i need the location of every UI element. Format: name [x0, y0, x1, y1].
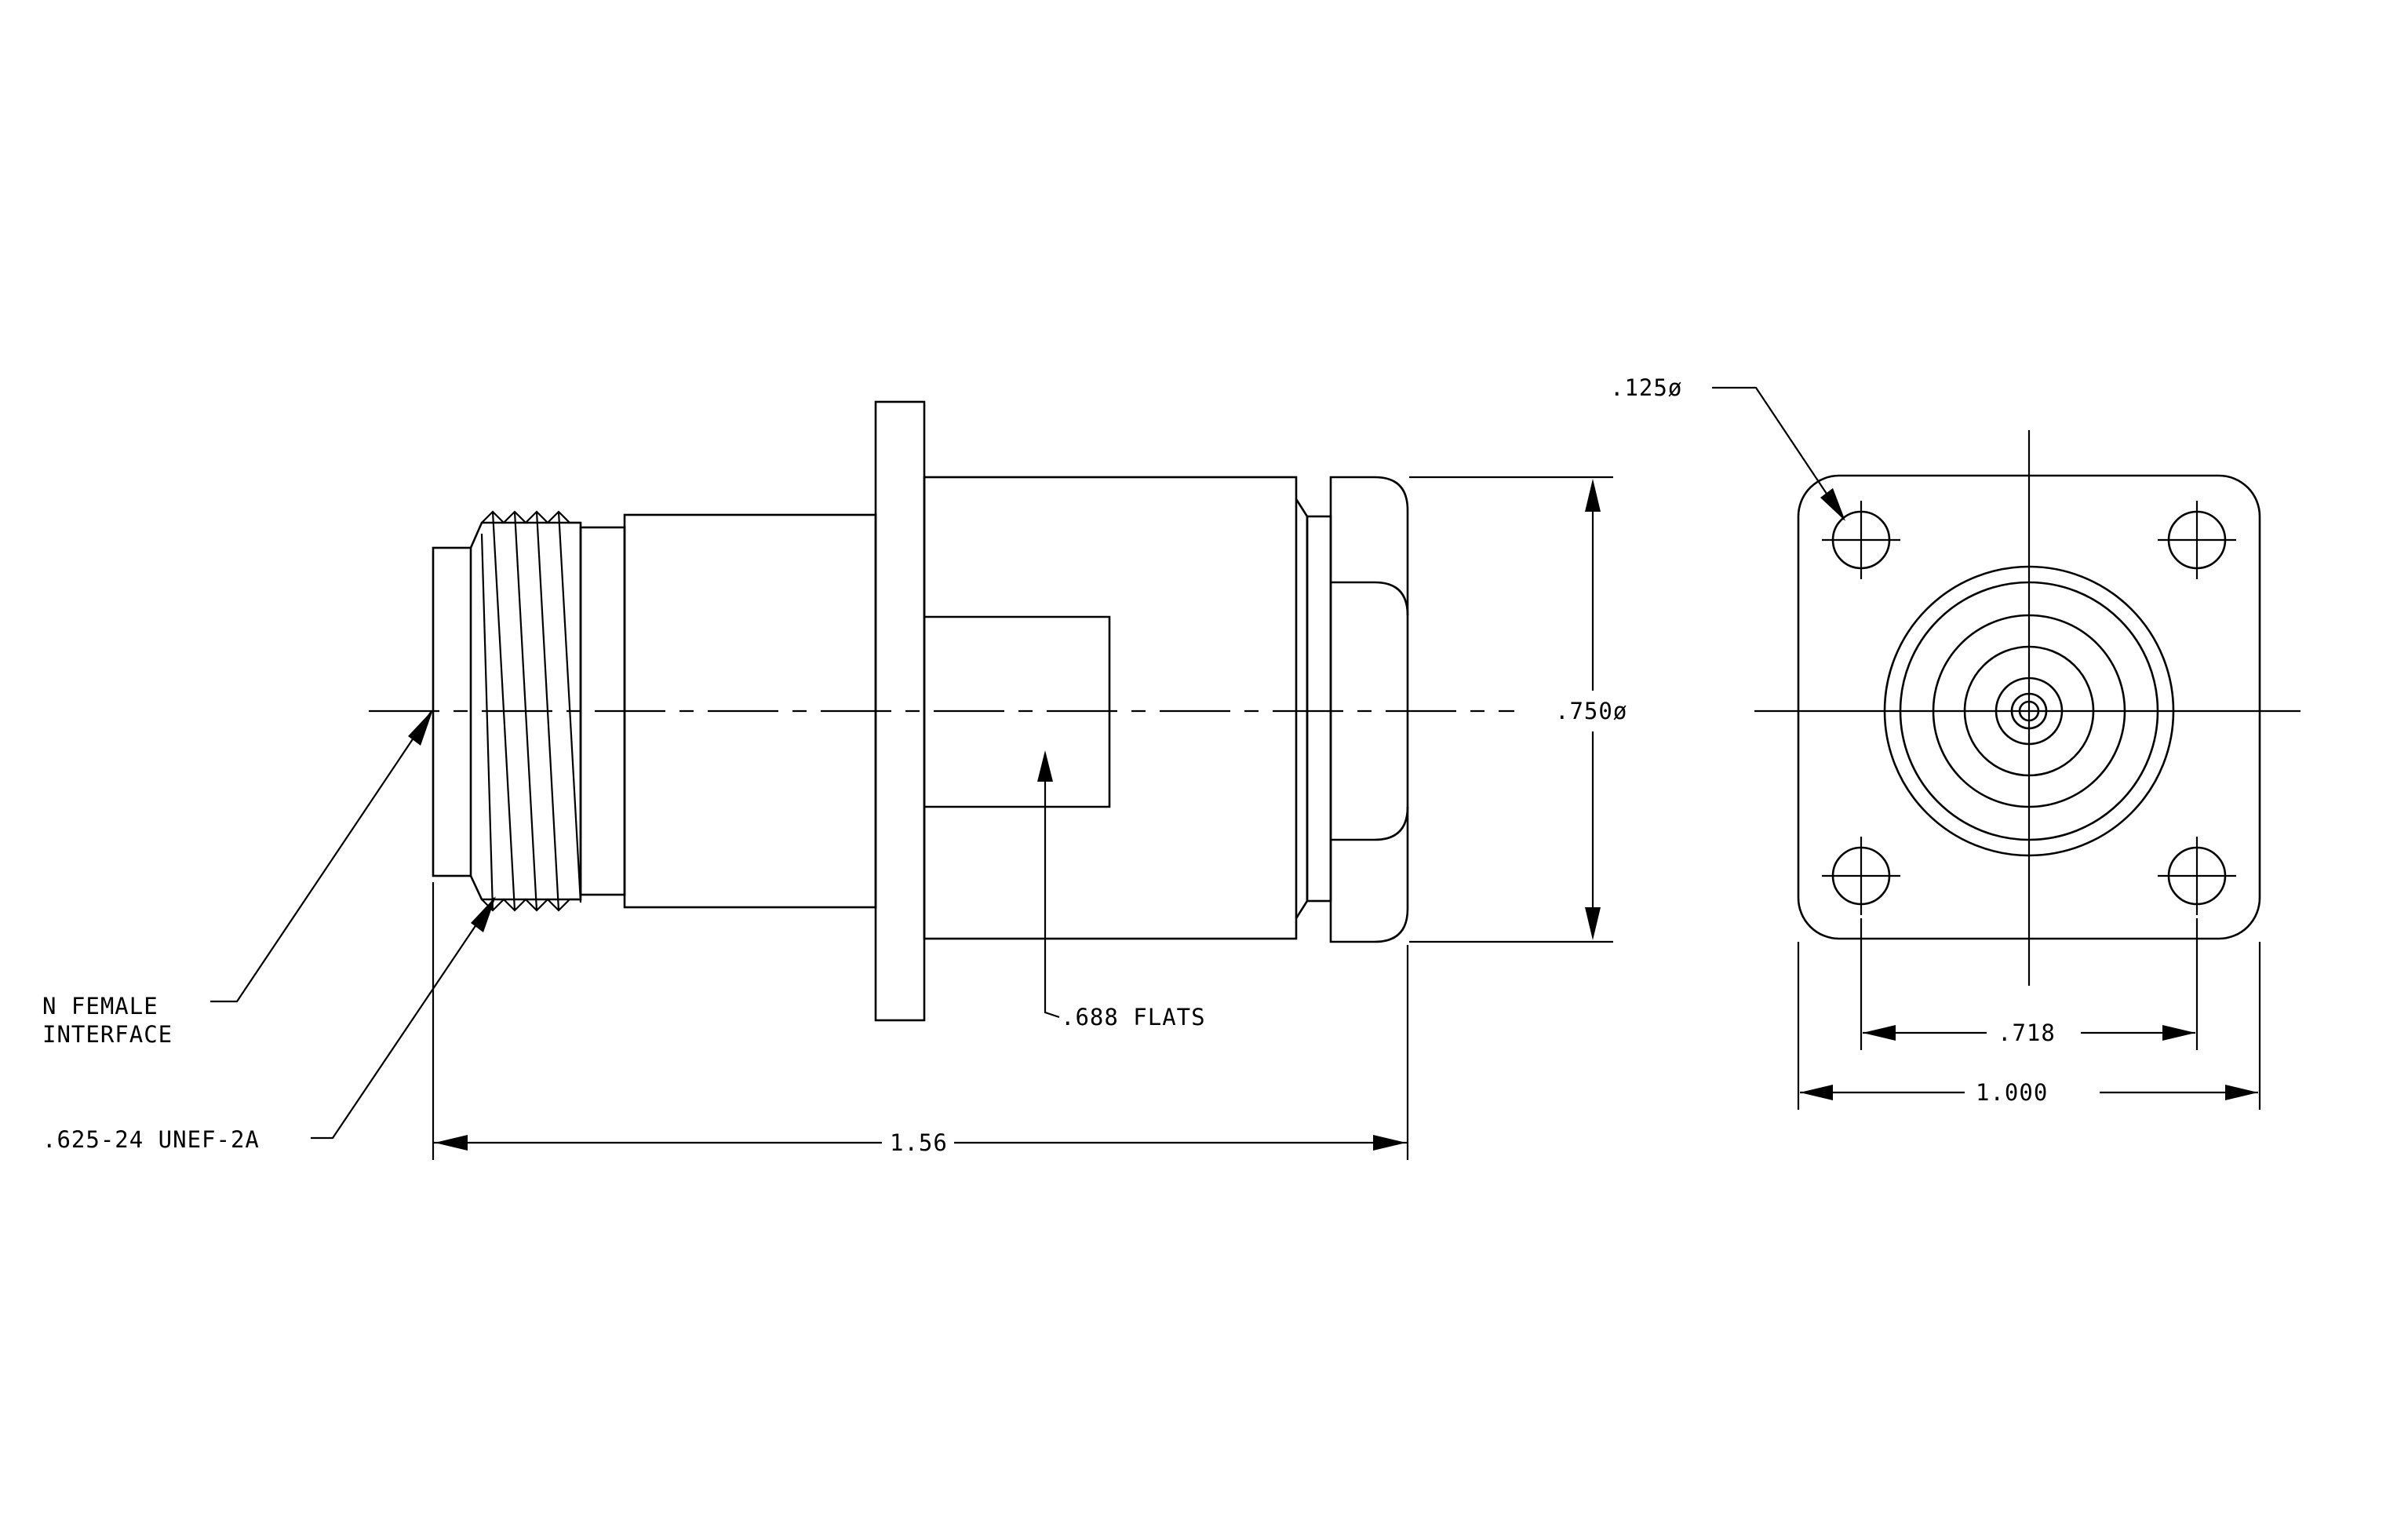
thread-crests — [480, 510, 582, 912]
mounting-hole-bottom-right — [2158, 837, 2236, 915]
interface-ring — [432, 546, 472, 877]
mounting-hole-top-right — [2158, 501, 2236, 579]
interface-leader — [210, 709, 433, 1003]
flats-label: .688 FLATS — [1061, 1004, 1206, 1030]
hole-diameter-label: .125ø — [1610, 374, 1682, 401]
outer-ring — [1883, 565, 2175, 857]
front-view: .125ø .718 1.000 — [1610, 374, 2301, 1110]
body-diameter-dimension — [1409, 476, 1613, 943]
hole-spacing-label: .718 — [1998, 1019, 2056, 1046]
hex-nut-flat-top — [1331, 581, 1409, 616]
mounting-hole-bottom-left — [1822, 837, 1900, 915]
hex-nut — [1329, 476, 1409, 943]
thread-leader — [311, 896, 496, 1140]
body-diameter-label: .750ø — [1555, 698, 1627, 724]
flange-width-label: 1.000 — [1976, 1079, 2048, 1106]
side-view: .750ø 1.56 .688 FLATS N FEMALE INTERFACE — [42, 400, 1627, 1160]
ring-5 — [1995, 677, 2064, 746]
flange-width-dimension — [1797, 942, 2261, 1110]
interface-label-line2: INTERFACE — [42, 1021, 173, 1048]
hole-spacing-dimension — [1860, 918, 2199, 1050]
thread-label: .625-24 UNEF-2A — [42, 1126, 260, 1153]
mounting-hole-top-left — [1822, 501, 1900, 579]
center-pin-outer — [2010, 692, 2048, 730]
interface-label-line1: N FEMALE — [42, 993, 158, 1019]
rear-collar — [1306, 515, 1332, 903]
ring-3 — [1932, 614, 2126, 808]
center-pin — [2018, 700, 2040, 722]
hex-nut-flat-bottom — [1331, 806, 1409, 841]
flats-leader — [1037, 750, 1060, 1019]
ring-4 — [1963, 645, 2095, 777]
flat-pocket — [924, 615, 1111, 808]
length-dimension — [432, 882, 1409, 1160]
rear-step — [1295, 498, 1309, 919]
rear-body — [923, 476, 1298, 940]
ring-2 — [1899, 581, 2159, 841]
hole-leader — [1712, 386, 1845, 521]
length-label: 1.56 — [890, 1129, 948, 1156]
